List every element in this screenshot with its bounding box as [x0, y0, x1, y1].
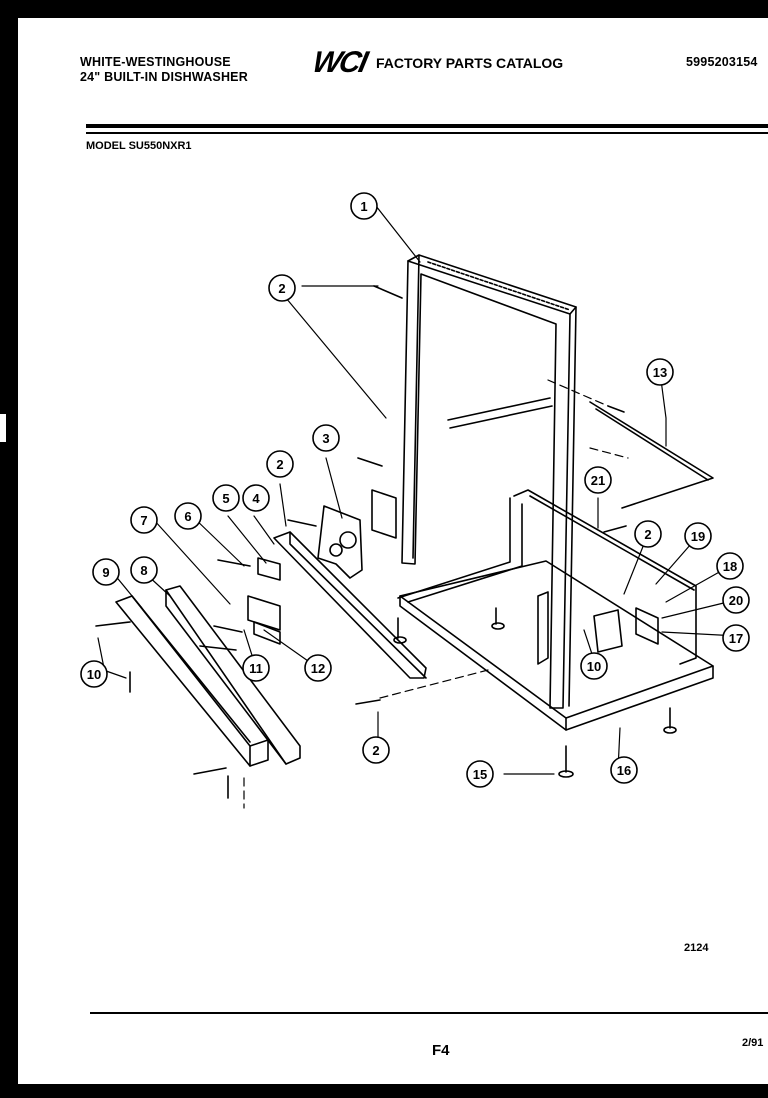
callout-label: 15	[473, 767, 487, 782]
header-rule-thin	[86, 132, 768, 134]
callout-6: 6	[174, 502, 202, 530]
callout-20: 20	[722, 586, 750, 614]
page-code: F4	[432, 1042, 450, 1059]
callout-2: 2	[266, 450, 294, 478]
callout-label: 3	[322, 431, 329, 446]
callout-label: 17	[729, 631, 743, 646]
catalog-title: FACTORY PARTS CATALOG	[376, 55, 564, 71]
panel-bracket-part-8	[165, 585, 301, 765]
margin-registration-mark	[0, 414, 6, 442]
callout-label: 2	[644, 527, 651, 542]
callout-label: 2	[276, 457, 283, 472]
screws	[95, 285, 627, 799]
bracket-parts-17-20	[537, 591, 659, 665]
callout-label: 21	[591, 473, 605, 488]
callout-4: 4	[242, 484, 270, 512]
callout-label: 10	[587, 659, 601, 674]
base-pan-part-16	[397, 489, 714, 731]
callout-18: 18	[716, 552, 744, 580]
brand-line-2: 24" BUILT-IN DISHWASHER	[80, 70, 248, 84]
callout-label: 19	[691, 529, 705, 544]
callout-17: 17	[722, 624, 750, 652]
callout-label: 2	[278, 281, 285, 296]
header-rule-thick	[86, 124, 768, 128]
callout-7: 7	[130, 506, 158, 534]
callout-label: 11	[249, 661, 263, 676]
callout-3: 3	[312, 424, 340, 452]
callout-2: 2	[268, 274, 296, 302]
catalog-page: WHITE-WESTINGHOUSE 24" BUILT-IN DISHWASH…	[18, 18, 768, 1084]
callout-15: 15	[466, 760, 494, 788]
callout-12: 12	[304, 654, 332, 682]
callout-1: 1	[350, 192, 378, 220]
callout-label: 16	[617, 763, 631, 778]
callout-9: 9	[92, 558, 120, 586]
callout-19: 19	[684, 522, 712, 550]
callout-label: 5	[222, 491, 229, 506]
model-label: MODEL SU550NXR1	[86, 140, 192, 152]
callout-10: 10	[80, 660, 108, 688]
callout-label: 2	[372, 743, 379, 758]
kick-panel-part-9	[115, 595, 269, 767]
exploded-parts-diagram: 1 2 2 2 2 3 4 5 6 7 8 9 10 10 11 12 13 1…	[80, 192, 750, 809]
callout-label: 12	[311, 661, 325, 676]
bracket-part-5	[257, 557, 281, 581]
callout-label: 9	[102, 565, 109, 580]
switch-parts-11-12	[247, 595, 281, 645]
callout-label: 6	[184, 509, 191, 524]
brand-line-1: WHITE-WESTINGHOUSE	[80, 55, 231, 69]
callout-2: 2	[362, 736, 390, 764]
callout-label: 10	[87, 667, 101, 682]
revision-date: 2/91	[742, 1037, 764, 1049]
tube-part-13	[447, 397, 714, 509]
callout-label: 8	[140, 563, 147, 578]
callout-2: 2	[634, 520, 662, 548]
callout-11: 11	[242, 654, 270, 682]
footer-rule	[90, 1012, 768, 1014]
callout-label: 7	[140, 513, 147, 528]
callout-8: 8	[130, 556, 158, 584]
callout-21: 21	[584, 466, 612, 494]
callout-label: 13	[653, 365, 667, 380]
leader-lines	[91, 205, 739, 775]
drawing-number: 2124	[684, 942, 709, 954]
inlet-valve-part-3	[317, 489, 397, 579]
bracket-part-4	[273, 531, 427, 679]
callout-label: 20	[729, 593, 743, 608]
door-frame-part-1	[401, 254, 577, 709]
callout-16: 16	[610, 756, 638, 784]
callout-label: 4	[252, 491, 260, 506]
callout-label: 1	[360, 199, 367, 214]
callout-5: 5	[212, 484, 240, 512]
dashed-assembly-lines	[243, 379, 629, 809]
callout-13: 13	[646, 358, 674, 386]
callout-label: 18	[723, 559, 737, 574]
leveling-legs-part-15	[393, 607, 677, 778]
catalog-number: 5995203154	[686, 55, 758, 69]
callout-10: 10	[580, 652, 608, 680]
